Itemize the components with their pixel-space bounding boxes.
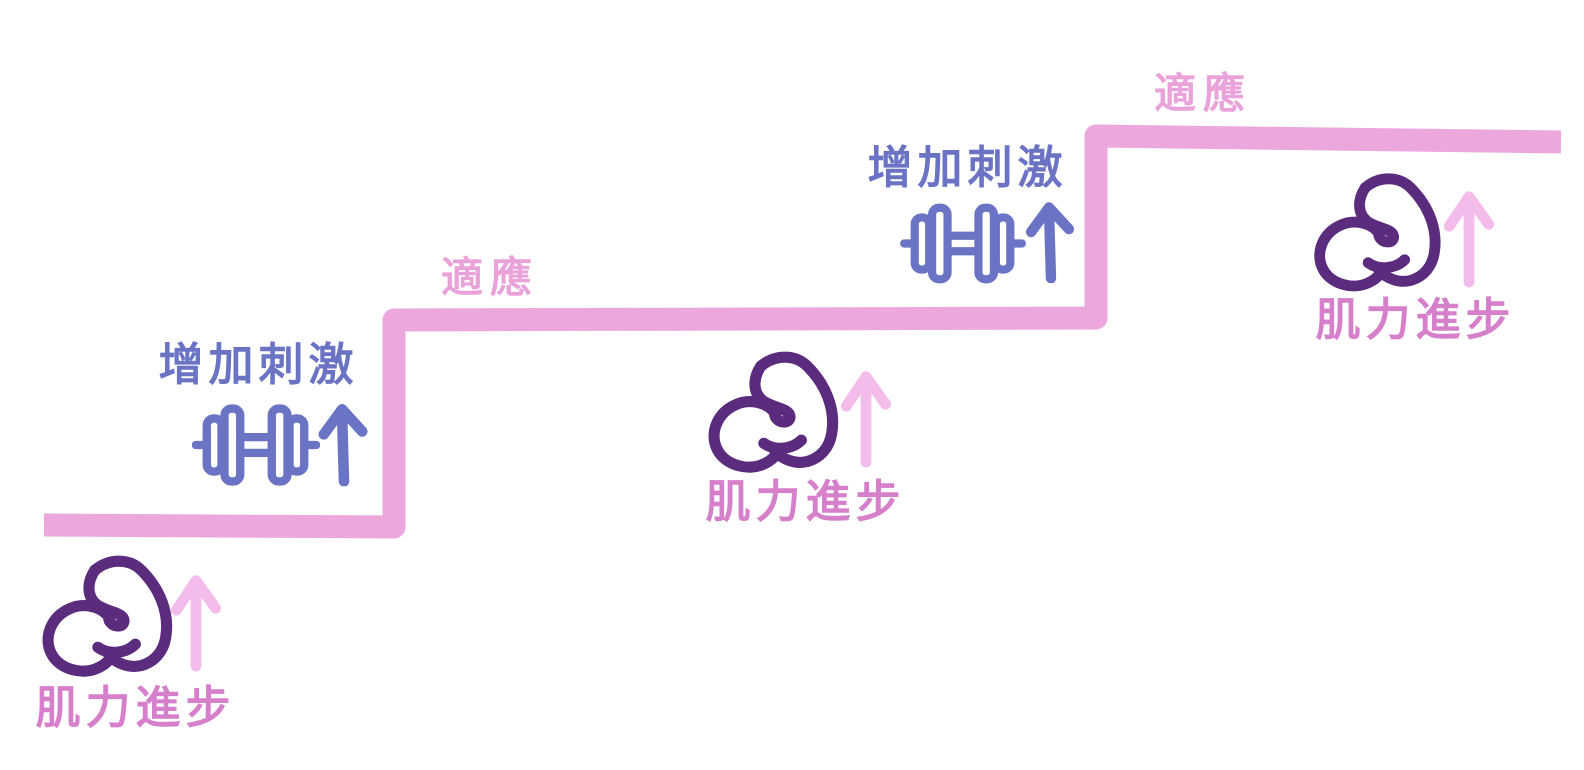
dumbbell-icon <box>192 401 320 489</box>
increase-stimulus-label: 增加刺激 <box>158 339 359 390</box>
step-line-path <box>43 124 1562 539</box>
up-arrow-icon <box>318 399 368 487</box>
increase-stimulus-label: 增加刺激 <box>867 142 1068 193</box>
flexed-biceps-icon <box>34 550 186 702</box>
strength-progress-label: 肌力進步 <box>35 682 236 733</box>
up-arrow-icon <box>167 564 225 672</box>
adaptation-label: 適應 <box>440 254 539 301</box>
adaptation-label: 適應 <box>1153 70 1252 117</box>
up-arrow-icon <box>837 360 895 468</box>
strength-progress-label: 肌力進步 <box>1315 294 1516 345</box>
dumbbell-icon <box>899 201 1027 286</box>
strength-progress-label: 肌力進步 <box>705 476 906 527</box>
up-arrow-icon <box>1440 180 1498 288</box>
up-arrow-icon <box>1025 198 1075 283</box>
